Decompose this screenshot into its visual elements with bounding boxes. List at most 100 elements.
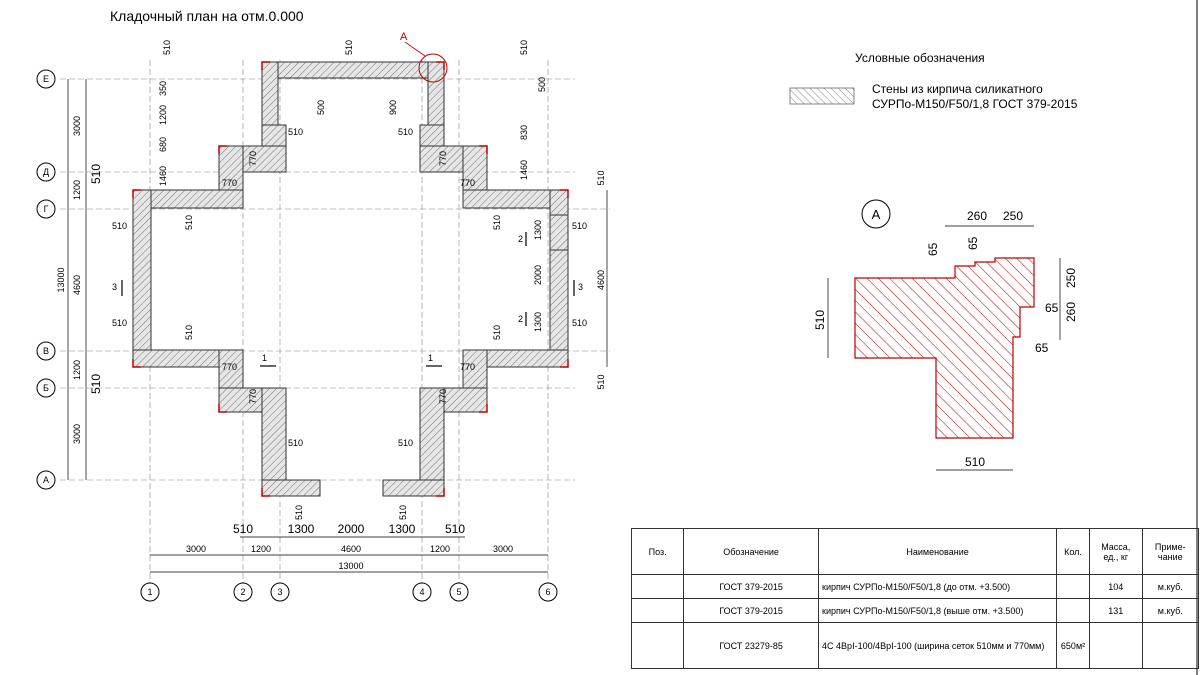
wall-dimension-labels: 510 510 510 350 1200 680 1460 500 900 50… — [112, 40, 587, 520]
dim-label: 3000 — [72, 116, 82, 136]
col-header: Обозначение — [683, 528, 820, 575]
dim-label: 4600 — [596, 270, 606, 290]
col-header: Наименование — [818, 528, 1058, 575]
dim-label: 510 — [572, 221, 587, 231]
dim-label: 510 — [398, 438, 413, 448]
table-cell: кирпич СУРПо-М150/F50/1,8 (выше отм. +3.… — [818, 598, 1058, 623]
dim-label: 1460 — [519, 160, 529, 180]
detail-wall-section — [854, 257, 1035, 439]
axis-label: Д — [43, 167, 49, 177]
plan-title: Кладочный план на отм.0.000 — [110, 8, 304, 24]
col-header: Приме- чание — [1141, 528, 1200, 575]
table-cell — [1056, 574, 1090, 599]
dim-label: 510 — [294, 505, 304, 520]
section-mark: 1 — [428, 353, 433, 363]
dim-label: 1300 — [288, 522, 315, 536]
dim-label: 510 — [184, 215, 194, 230]
dim-label: 770 — [248, 151, 258, 166]
dim-label: 3000 — [72, 424, 82, 444]
dim-label: 65 — [966, 236, 980, 250]
detail-marker-circle — [861, 199, 891, 229]
dim-label: 770 — [248, 389, 258, 404]
dim-label: 510 — [89, 374, 103, 394]
axis-label: 2 — [240, 587, 245, 597]
section-mark-lines — [121, 232, 575, 367]
section-mark: 2 — [518, 234, 523, 244]
right-dims: 510 4600 510 — [596, 170, 606, 389]
dim-label: 510 — [492, 215, 502, 230]
dim-label: 900 — [388, 100, 398, 115]
dim-label: 510 — [112, 318, 127, 328]
table-cell: 650м² — [1056, 622, 1090, 669]
legend-swatch — [789, 87, 855, 105]
dim-label: 1200 — [72, 360, 82, 380]
table-cell — [1056, 598, 1090, 623]
dim-label: 500 — [316, 100, 326, 115]
table-cell: ГОСТ 23279-85 — [683, 622, 820, 669]
bottom-dims-row1: 510 1300 2000 1300 510 — [233, 522, 465, 536]
dim-label: 4600 — [72, 275, 82, 295]
table-cell: ГОСТ 379-2015 — [683, 598, 820, 623]
dim-label: 1460 — [158, 166, 168, 186]
axis-label: Г — [44, 204, 49, 214]
dim-label: 260 — [967, 209, 987, 223]
axis-label: В — [43, 346, 49, 356]
dim-label: 500 — [537, 77, 547, 92]
axis-label: Б — [43, 383, 49, 393]
dim-label: 510 — [233, 522, 253, 536]
dim-label: 510 — [288, 127, 303, 137]
dim-label: 4600 — [341, 544, 361, 554]
axis-label: 5 — [456, 587, 461, 597]
section-marks: 1 1 2 2 3 3 — [112, 234, 583, 363]
section-mark: 3 — [578, 282, 583, 292]
dim-label: 770 — [438, 151, 448, 166]
legend-line2: СУРПо-М150/F50/1,8 ГОСТ 379-2015 — [872, 97, 1078, 111]
dim-label: 1200 — [430, 544, 450, 554]
dim-label: 510 — [162, 40, 172, 55]
dim-label: 510 — [288, 438, 303, 448]
dim-label: 1300 — [389, 522, 416, 536]
left-dimension-lines — [67, 79, 87, 480]
detail-dims: 260 250 65 65 250 65 260 65 510 510 — [813, 209, 1078, 469]
axis-label: А — [43, 475, 49, 485]
axis-label: 3 — [277, 587, 282, 597]
bottom-dims-row2: 3000 1200 4600 1200 3000 13000 — [186, 544, 513, 571]
detail-dimension-lines — [827, 225, 1061, 471]
brick-walls — [132, 61, 569, 497]
table-cell: 4С 4ВрI-100/4ВрI-100 (ширина сеток 510мм… — [818, 622, 1058, 669]
dim-label: 770 — [460, 362, 475, 372]
dim-label: 510 — [813, 310, 827, 330]
dim-label: 1200 — [72, 180, 82, 200]
dim-label: 510 — [398, 505, 408, 520]
specification-table: Поз. Обозначение Наименование Кол. Масса… — [630, 528, 1200, 669]
table-cell: м.куб. — [1141, 598, 1200, 623]
table-cell: кирпич СУРПо-М150/F50/1,8 (до отм. +3.50… — [818, 574, 1058, 599]
section-mark: 2 — [518, 314, 523, 324]
detail-marker: А — [872, 207, 881, 222]
dim-label: 830 — [519, 125, 529, 140]
callout-leader — [404, 41, 426, 57]
dim-label: 510 — [596, 170, 606, 185]
dim-label: 510 — [572, 318, 587, 328]
axis-label: 1 — [147, 587, 152, 597]
dim-label: 350 — [158, 81, 168, 96]
axis-label: Е — [43, 74, 49, 84]
dim-label: 13000 — [56, 267, 66, 292]
section-mark: 3 — [112, 282, 117, 292]
dim-label: 770 — [438, 389, 448, 404]
dim-label: 65 — [926, 242, 940, 256]
dim-label: 250 — [1003, 209, 1023, 223]
dim-label: 65 — [1045, 301, 1059, 315]
legend-line1: Стены из кирпича силикатного — [872, 82, 1043, 96]
corner-marks — [132, 61, 569, 497]
table-cell — [1141, 622, 1200, 669]
bottom-dimension-lines — [150, 536, 548, 573]
dim-label: 250 — [1064, 268, 1078, 288]
dim-label: 510 — [965, 455, 985, 469]
dim-label: 13000 — [338, 561, 363, 571]
dim-label: 510 — [398, 127, 413, 137]
section-mark: 1 — [262, 353, 267, 363]
